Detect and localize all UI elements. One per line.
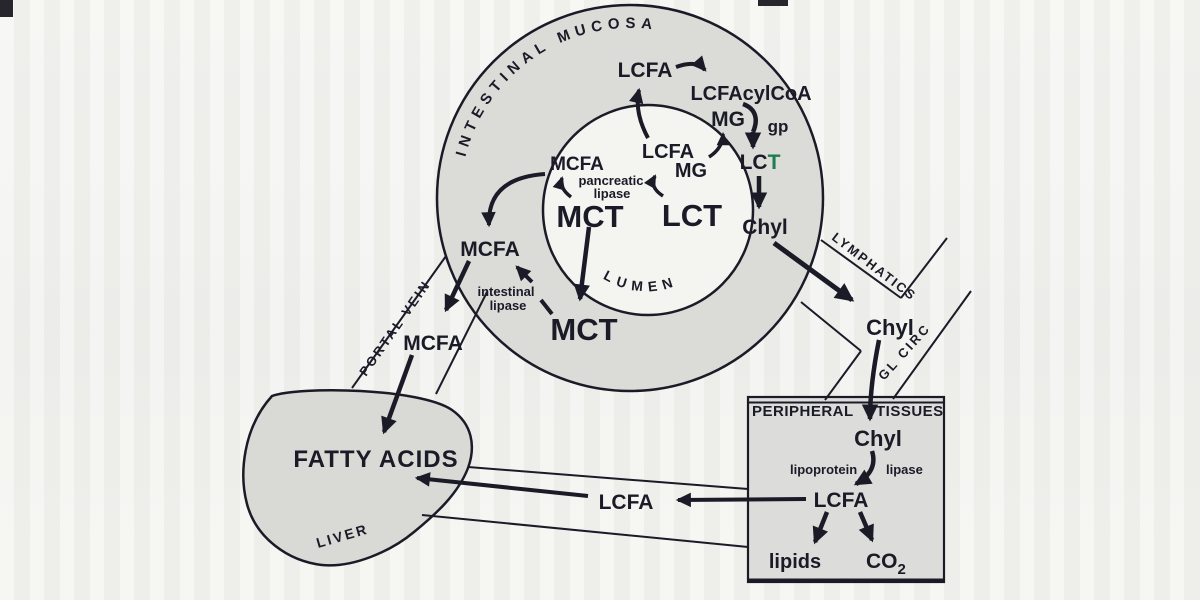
- portal-vein-wall-left: [351, 255, 447, 389]
- arrow-lct-to-lumen-lcfa-mg: [644, 174, 664, 198]
- arrow-mg-gp-brace: [742, 101, 758, 133]
- arrow-lumen-mct-to-mucosa-mct: [573, 226, 592, 302]
- junction-chyl-label: Chyl: [866, 315, 914, 340]
- liver-shape: [242, 388, 474, 567]
- intestinal-lipase-line2: lipase: [490, 298, 527, 313]
- arrow-mct-to-mcfa-head: [515, 265, 534, 284]
- gl-circ-wall-right: [892, 290, 972, 400]
- arrow-chyl-to-peripheral-chyl: [861, 339, 882, 422]
- peripheral-title-right: TISSUES: [876, 403, 944, 420]
- mucosa-lct-label: LCT: [740, 151, 781, 174]
- arrow-mct-to-mcfa-segment: [539, 298, 554, 316]
- co2-label: CO2: [866, 550, 906, 578]
- lymphatics-wall-lower: [800, 301, 862, 352]
- portal-mcfa-label: MCFA: [403, 332, 463, 355]
- lumen-mg-label: MG: [675, 160, 707, 182]
- mucosa-lcfacylcoa-label: LCFAcylCoA: [690, 83, 811, 105]
- mucosa-gp-label: gp: [768, 117, 789, 136]
- lumen-lct-label: LCT: [662, 198, 722, 233]
- pancreatic-lipase-line2: lipase: [594, 186, 631, 201]
- fatty-acids-label: FATTY ACIDS: [293, 446, 458, 473]
- mid-lcfa-label: LCFA: [599, 491, 654, 514]
- arrow-chyl-through-lymphatics: [772, 240, 855, 303]
- lumen-mct-label: MCT: [556, 199, 623, 234]
- peripheral-chyl-label: Chyl: [854, 426, 902, 451]
- pancreatic-lipase-line1: pancreatic: [578, 173, 643, 188]
- peripheral-title-left: PERIPHERAL: [752, 403, 854, 420]
- arrow-portal-mcfa-to-liver: [381, 354, 415, 435]
- peripheral-tissues-box: [746, 395, 946, 584]
- lymphatics-wall-upper: [820, 239, 902, 299]
- arrow-peripheral-lcfa-to-mid-lcfa: [675, 492, 807, 508]
- arrow-mid-lcfa-to-fatty-acids: [414, 472, 589, 498]
- peripheral-lcfa-label: LCFA: [814, 489, 869, 512]
- lipoprotein-lipase-word1: lipoprotein: [790, 462, 857, 477]
- arrow-lumen-lcfa-to-mucosa-lcfa: [629, 87, 650, 139]
- mucosa-mg-label: MG: [711, 108, 745, 131]
- arrow-lcfa-to-lcfacylcoa: [675, 55, 707, 72]
- arrow-mcfa-to-portal-mcfa: [443, 260, 472, 313]
- mucosa-lcfa-label: LCFA: [618, 59, 673, 82]
- portal-vein-wall-right: [435, 291, 488, 395]
- lumen-circle: [541, 103, 755, 317]
- lipoprotein-lipase-word2: lipase: [886, 462, 923, 477]
- mucosa-mct-label: MCT: [550, 312, 617, 347]
- gl-circ-wall-left: [824, 350, 862, 401]
- arrow-lumen-mg-to-mucosa-mg: [708, 132, 730, 159]
- arrow-lcfa-to-lipids: [812, 511, 830, 545]
- scan-artifact-corner: [0, 0, 13, 17]
- arrow-lcfa-to-co2: [857, 511, 875, 543]
- lumen-mcfa-label: MCFA: [550, 154, 604, 175]
- liver-to-tissues-wall-lower: [421, 514, 749, 548]
- scan-artifact-top-dash: [758, 0, 788, 6]
- lipids-label: lipids: [769, 551, 821, 573]
- mucosa-mcfa-label: MCFA: [460, 238, 520, 261]
- lumen-lcfa-label: LCFA: [642, 141, 694, 163]
- intestinal-lipase-line1: intestinal: [477, 284, 534, 299]
- arrow-mct-to-lumen-mcfa: [552, 176, 573, 199]
- portal-vein-label: PORTAL VEIN: [356, 277, 434, 379]
- arrow-peripheral-chyl-to-lcfa: [853, 450, 876, 486]
- liver-to-tissues-wall-upper: [467, 466, 749, 490]
- mucosa-chyl-label: Chyl: [742, 216, 788, 239]
- gl-circ-wall-open-end: [900, 237, 948, 299]
- arrow-lumen-mcfa-to-mucosa-mcfa: [481, 172, 546, 228]
